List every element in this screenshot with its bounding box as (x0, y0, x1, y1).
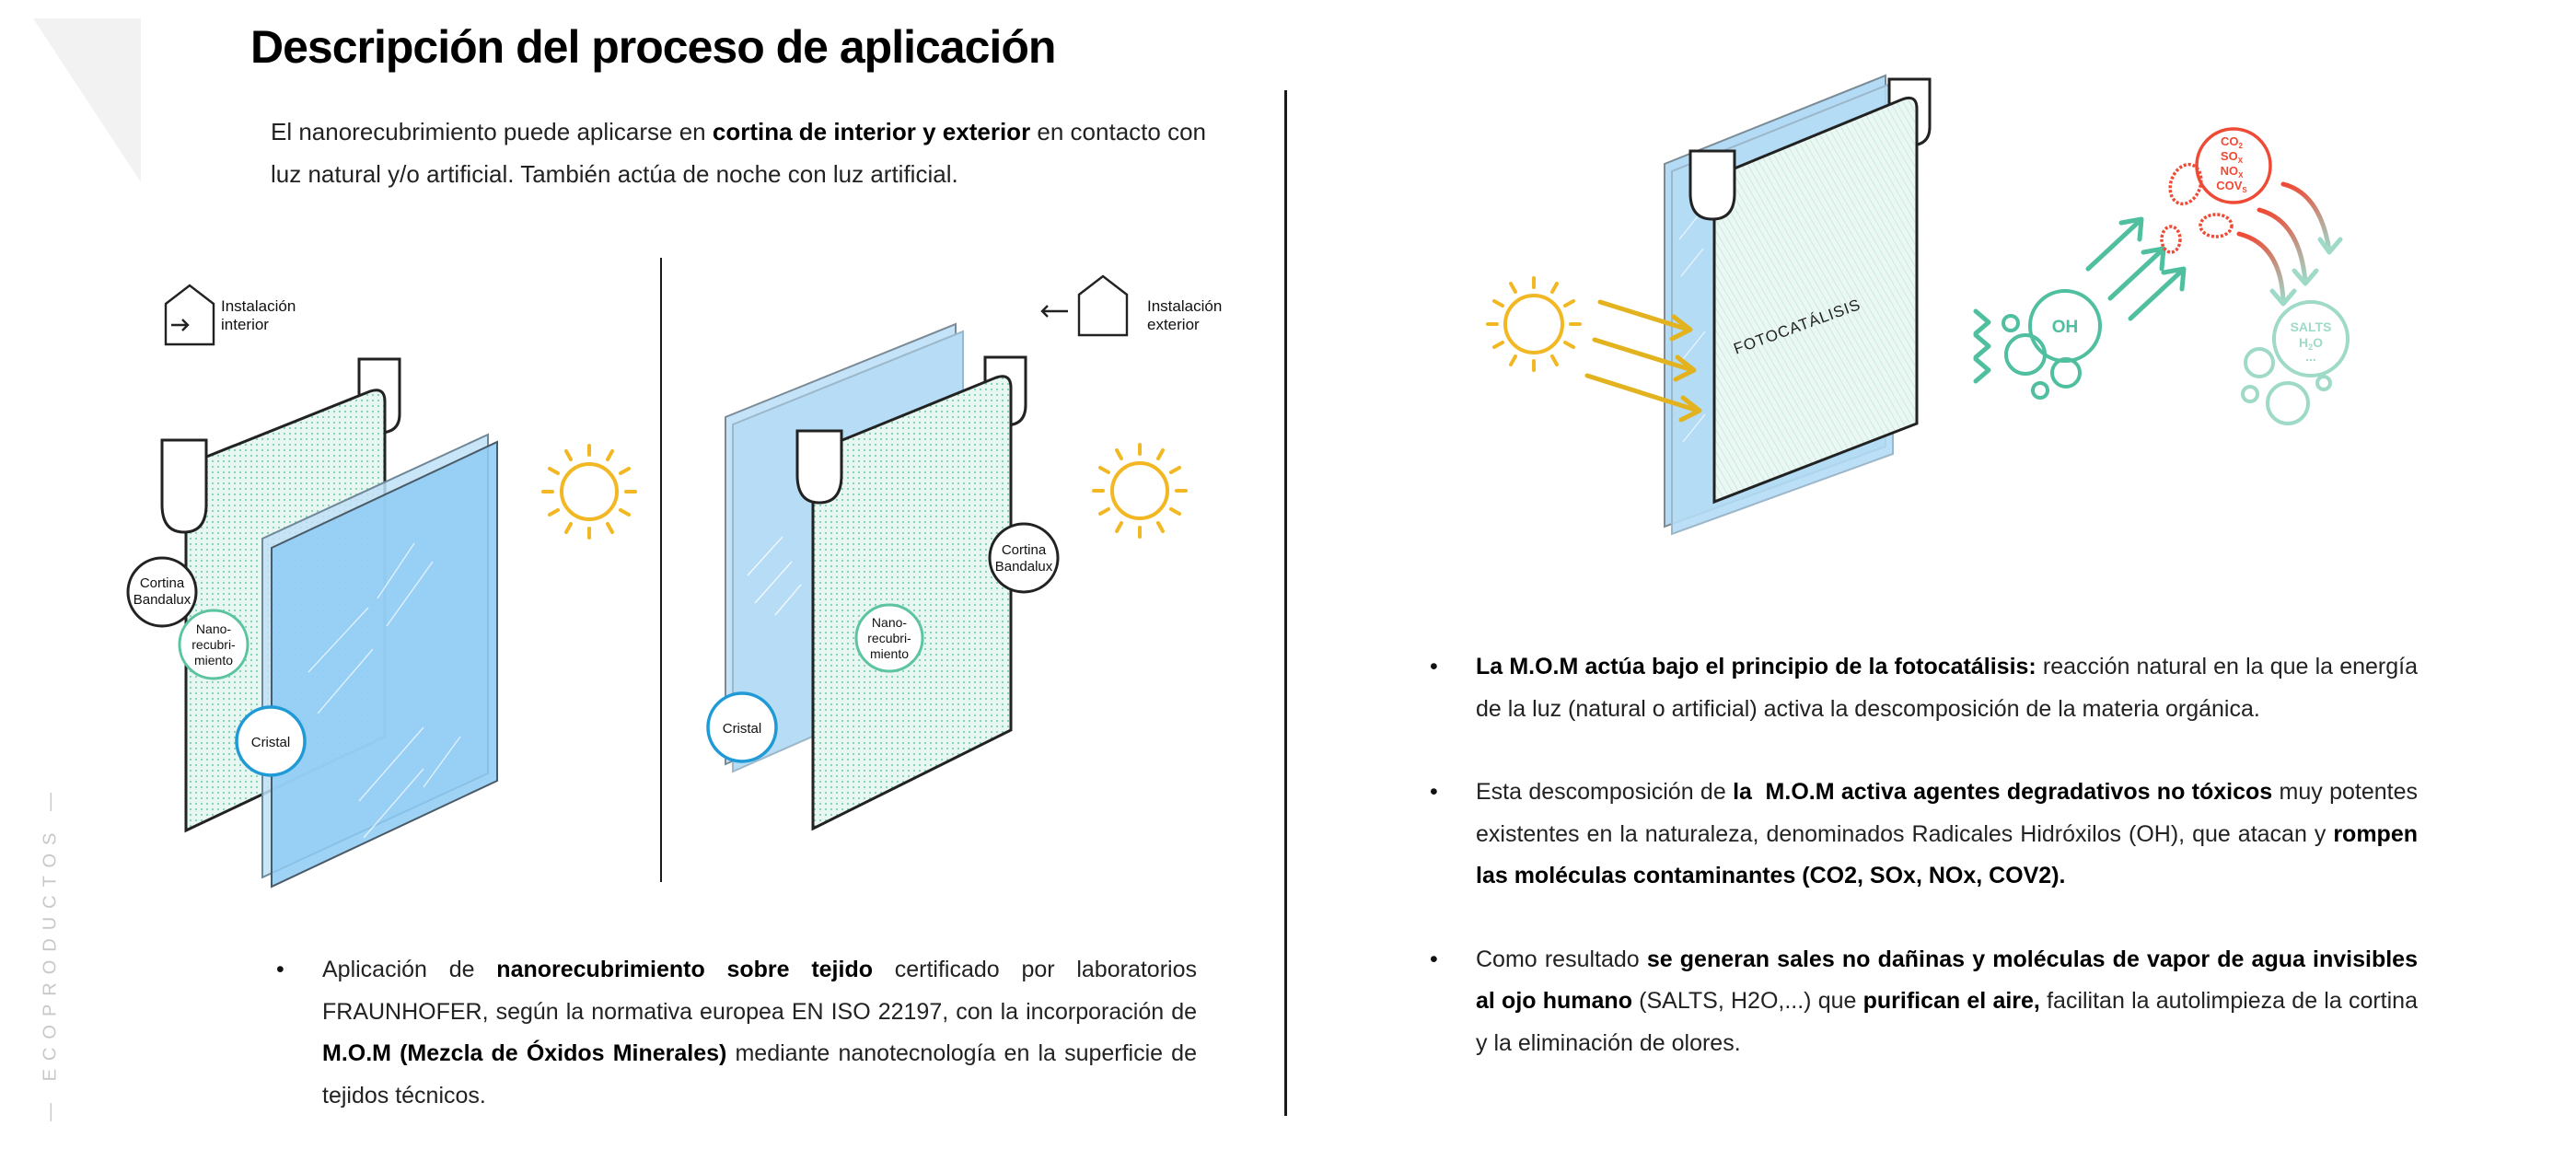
photocatalysis-diagram: FOTOCATÁLISIS OH CO2 SOX NOX COVS (1486, 74, 2350, 536)
main-divider (1284, 90, 1287, 1116)
intro-paragraph: El nanorecubrimiento puede aplicarse en … (271, 110, 1228, 195)
label-nanorecubrimiento: Nano- recubri- miento (178, 609, 249, 680)
svg-text:Cristal: Cristal (723, 721, 762, 737)
bullet-text: reacción natural en la que la energía de… (1476, 654, 2419, 722)
inner-divider (660, 258, 662, 882)
svg-text:SALTS: SALTS (2291, 319, 2332, 334)
transformation-arrows (2236, 181, 2343, 307)
svg-text:Bandalux: Bandalux (133, 592, 191, 608)
bullet-text: Aplicación de (322, 957, 497, 982)
svg-text:SOX: SOX (2221, 149, 2244, 165)
exterior-installation-diagram: Instalación exterior Cortina Bandalux Na… (706, 274, 1222, 831)
result-labels: SALTS H2O ... (2291, 319, 2332, 364)
pollutant-labels: CO2 SOX NOX COVS (2216, 134, 2247, 194)
bullet-text: muy potentes existentes en la naturaleza… (1476, 779, 2418, 847)
svg-text:Cristal: Cristal (251, 735, 291, 750)
house-arrow-out-icon (1040, 274, 1129, 337)
sun-icon (1092, 443, 1188, 539)
svg-text:NOX: NOX (2221, 164, 2245, 180)
bullet-text: Esta descomposición de (1476, 779, 1734, 805)
label-cortina-bandalux: Cortina Bandalux (988, 522, 1060, 594)
intro-text: en contacto con luz natural y/o artifici… (271, 118, 1206, 188)
bullet-bold: rompen las moléculas contaminantes (CO2,… (1476, 820, 2418, 889)
svg-text:Cortina: Cortina (140, 575, 185, 591)
label-cortina-bandalux: Cortina Bandalux (126, 556, 198, 628)
sun-icon (1486, 276, 1582, 372)
intro-text: El nanorecubrimiento puede aplicarse en (271, 118, 713, 145)
install-label: exterior (1147, 316, 1200, 333)
install-label: interior (221, 316, 269, 333)
bullet-text: mediante nanotecnología en la superficie… (322, 1040, 1197, 1109)
attack-arrows (2085, 216, 2187, 321)
interior-installation-diagram: Instalación interior Cortina Bandalux Na… (126, 284, 637, 888)
list-item: Como resultado se generan sales no dañin… (1430, 939, 2418, 1065)
bullet-list-right: La M.O.M actúa bajo el principio de la f… (1430, 646, 2418, 1106)
list-item: La M.O.M actúa bajo el principio de la f… (1430, 646, 2418, 730)
pollutant-molecules (2160, 127, 2272, 254)
bullet-list-left: Aplicación de nanorecubrimiento sobre te… (276, 949, 1197, 1158)
svg-text:COVS: COVS (2216, 179, 2247, 194)
reaction-arrows (1872, 308, 1991, 384)
svg-text:miento: miento (194, 653, 233, 668)
intro-bold: cortina de interior y exterior (712, 118, 1031, 145)
svg-text:CO2: CO2 (2221, 134, 2244, 150)
bracket-icon (1688, 149, 1736, 221)
bullet-bold: purifican el aire, (1862, 988, 2040, 1014)
oh-label: OH (2052, 318, 2079, 337)
bullet-bold: la M.O.M activa agentes degradativos no … (1733, 779, 2273, 805)
svg-text:miento: miento (870, 646, 909, 661)
label-cristal: Cristal (235, 705, 307, 777)
bullet-text: facilitan la autolimpieza de la cortina … (1476, 988, 2418, 1056)
bullet-text: certificado por laboratorios FRAUNHOFER,… (322, 957, 1197, 1025)
list-item: Aplicación de nanorecubrimiento sobre te… (276, 949, 1197, 1117)
bullet-text: Como resultado (1476, 946, 1647, 972)
svg-text:recubri-: recubri- (867, 631, 911, 645)
bracket-icon (160, 438, 208, 534)
curtain-fabric (811, 375, 1013, 831)
install-label: Instalación (1147, 297, 1222, 315)
light-arrows (1584, 299, 1702, 423)
list-item: Esta descomposición de la M.O.M activa a… (1430, 772, 2418, 898)
svg-text:H2O: H2O (2299, 335, 2323, 352)
label-nanorecubrimiento: Nano- recubri- miento (854, 603, 924, 673)
svg-text:...: ... (2305, 349, 2316, 364)
svg-text:Cortina: Cortina (1002, 542, 1047, 558)
svg-text:recubri-: recubri- (191, 637, 236, 652)
curtain-fabric (1712, 96, 1919, 505)
bullet-text: (SALTS, H2O,...) que (1631, 988, 1863, 1014)
oh-radicals (2002, 289, 2102, 400)
page-title: Descripción del proceso de aplicación (250, 21, 1056, 73)
svg-text:Nano-: Nano- (872, 615, 907, 630)
install-label: Instalación (221, 297, 296, 315)
bullet-bold: nanorecubrimiento sobre tejido (496, 957, 873, 982)
corner-triangle-decoration (33, 18, 141, 182)
bracket-icon (795, 429, 843, 505)
sun-icon (541, 444, 637, 540)
svg-text:Nano-: Nano- (196, 621, 231, 636)
harmless-salts-water (2241, 300, 2350, 425)
house-arrow-in-icon (164, 284, 215, 346)
bullet-bold: se generan sales no dañinas y moléculas … (1476, 946, 2418, 1015)
bullet-bold: M.O.M (Mezcla de Óxidos Minerales) (322, 1040, 727, 1066)
bullet-bold: La M.O.M actúa bajo el principio de la f… (1476, 654, 2036, 679)
svg-text:Bandalux: Bandalux (995, 559, 1053, 575)
label-cristal: Cristal (706, 691, 778, 763)
